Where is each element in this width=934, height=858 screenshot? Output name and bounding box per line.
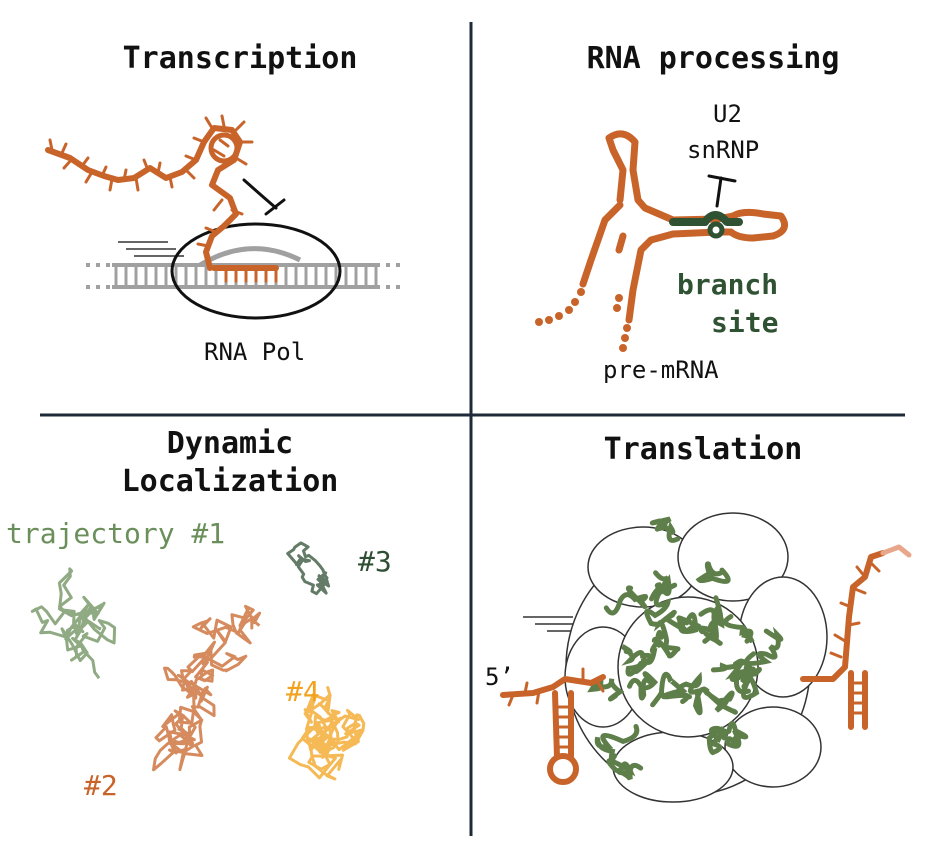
rrna-segment [743, 626, 784, 666]
rrna-segment [606, 758, 644, 781]
rrna-segment [651, 636, 681, 659]
pre-mrna-structure [579, 130, 789, 324]
localization-title-line2: Localization [121, 464, 339, 499]
rna-processing-panel: RNA processing U2 snRNP branch site pre-… [473, 0, 934, 414]
rrna-segment [627, 671, 659, 701]
rrna-segment [594, 724, 640, 762]
localization-panel: Dynamic Localization trajectory #1 #2 #3… [0, 417, 470, 858]
rrna-segment [695, 561, 731, 584]
translation-title: Translation [603, 432, 803, 467]
snrnp-label: snRNP [687, 136, 760, 164]
five-prime-label: 5’ [485, 663, 514, 691]
trajectory-3-label: #3 [358, 545, 392, 578]
branch-site-label-1: branch [677, 268, 779, 301]
u2-inhibition-arrow [707, 174, 737, 208]
nascent-rna [45, 114, 279, 283]
rrna-segment [587, 676, 625, 702]
motion-lines [118, 241, 184, 257]
ribosome [564, 512, 828, 803]
transcription-panel: Transcription [0, 0, 470, 414]
ribosome-illustration [500, 512, 912, 803]
rrna-segment [706, 725, 729, 756]
rrna-segment [723, 614, 755, 644]
rrna-segment [653, 609, 697, 641]
pre-mrna-illustration [535, 130, 789, 352]
localization-title-line1: Dynamic [166, 426, 294, 461]
transcription-title: Transcription [122, 41, 358, 76]
rrna-segment [603, 585, 649, 616]
branch-site-label-2: site [711, 306, 779, 339]
trajectory-1-label: trajectory #1 [6, 517, 226, 550]
ribosomal-rna [587, 516, 784, 781]
trajectory-2-path [152, 604, 262, 772]
rrna-segment [724, 720, 749, 749]
rrna-segment [644, 582, 678, 627]
rrna-segment [676, 671, 710, 716]
pre-mrna-label: pre-mRNA [603, 356, 719, 384]
u2-label: U2 [713, 100, 742, 128]
trajectory-2-label: #2 [84, 769, 118, 802]
rrna-segment [649, 516, 681, 543]
inhibition-arrow [242, 178, 286, 216]
trajectory-1-path [30, 567, 117, 680]
mrna-strand [500, 544, 912, 785]
rna-pol-label: RNA Pol [204, 338, 306, 366]
rna-processing-title: RNA processing [586, 41, 840, 76]
transcription-illustration [45, 114, 400, 320]
rrna-segment [703, 595, 723, 646]
rrna-segment [625, 629, 664, 677]
translation-panel: Translation 5’ [473, 417, 934, 858]
trajectory-4-path [287, 686, 366, 781]
pre-mrna-dotted-tails [535, 288, 631, 352]
rna-polymerase-ellipse [170, 222, 342, 320]
trajectory-3-path [286, 541, 331, 596]
trajectories-plot [30, 541, 366, 781]
rrna-segment [710, 659, 754, 681]
